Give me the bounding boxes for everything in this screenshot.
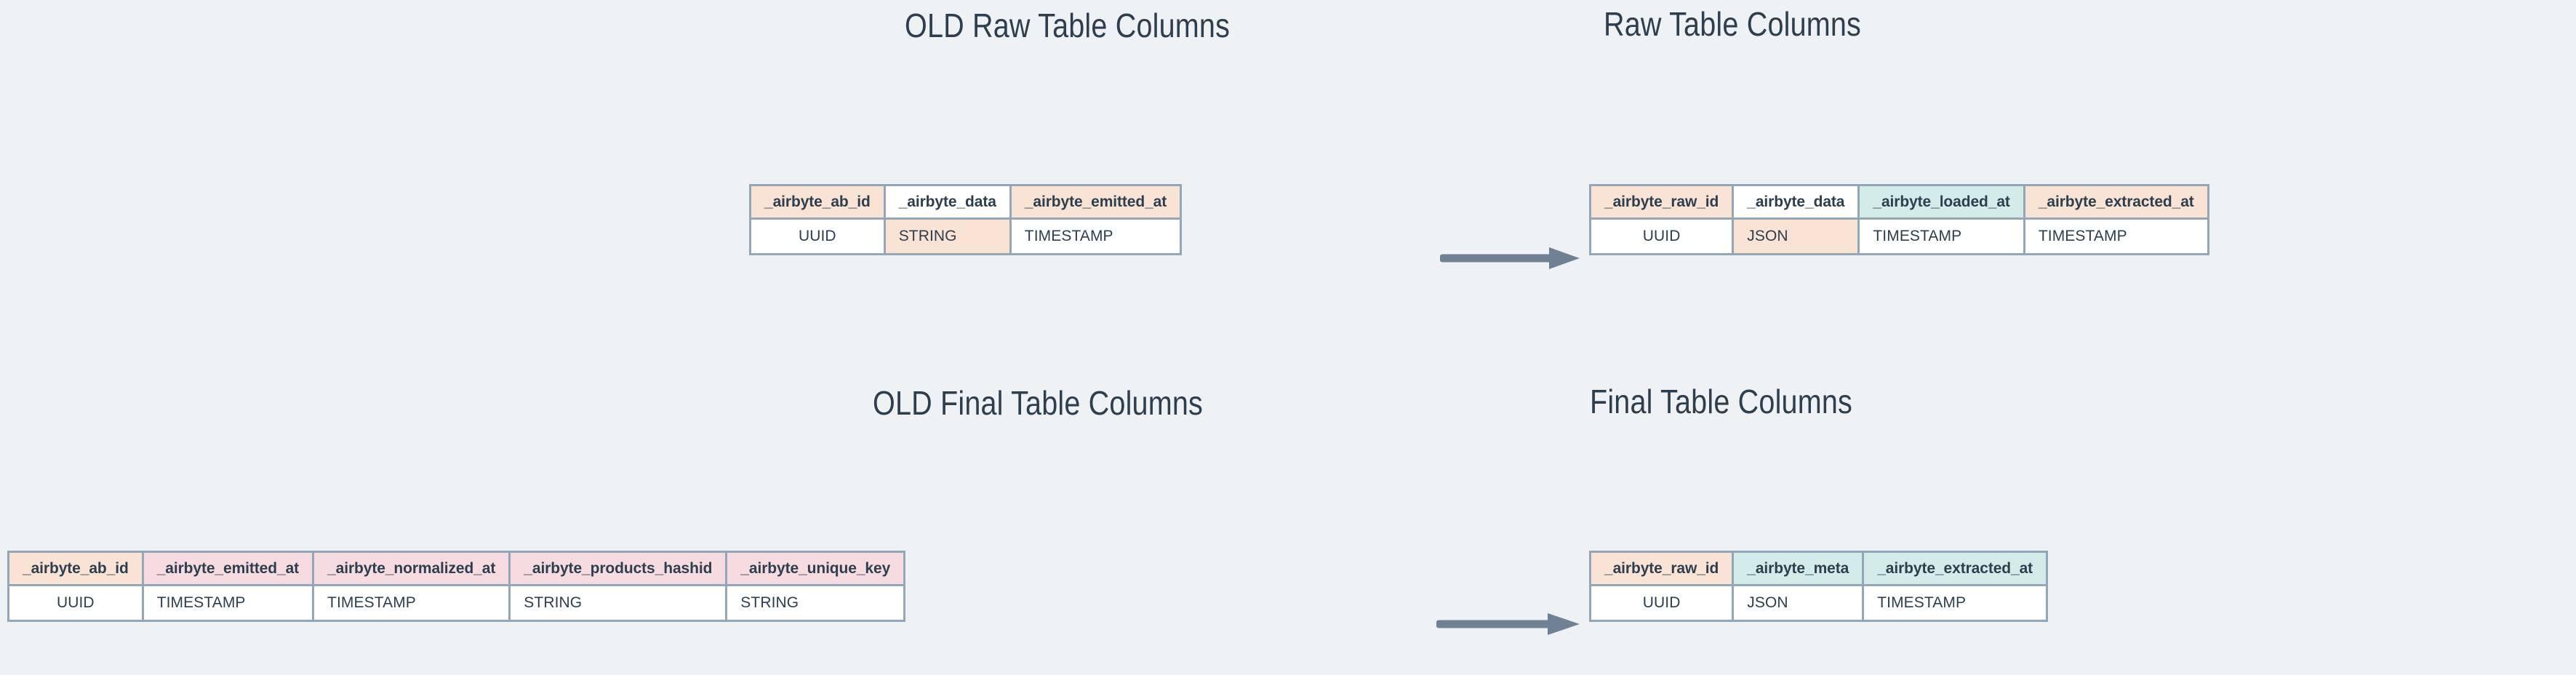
column-type-cell: UUID	[9, 586, 144, 620]
column-header-cell: _airbyte_raw_id	[1591, 553, 1735, 586]
column-header-cell: _airbyte_unique_key	[727, 553, 904, 586]
table-header-row: _airbyte_ab_id_airbyte_data_airbyte_emit…	[751, 186, 1180, 220]
table-header-row: _airbyte_raw_id_airbyte_meta_airbyte_ext…	[1591, 553, 2047, 586]
column-type-cell: STRING	[727, 586, 904, 620]
column-type-cell: UUID	[751, 220, 886, 253]
column-type-cell: TIMESTAMP	[143, 586, 315, 620]
title-final-table-columns: Final Table Columns	[1590, 383, 1852, 420]
column-header-cell: _airbyte_raw_id	[1591, 186, 1735, 220]
column-type-cell: UUID	[1591, 220, 1735, 253]
column-header-cell: _airbyte_meta	[1734, 553, 1865, 586]
title-old-raw-table-columns: OLD Raw Table Columns	[905, 7, 1231, 44]
column-header-cell: _airbyte_products_hashid	[511, 553, 728, 586]
column-type-cell: STRING	[885, 220, 1012, 253]
column-header-cell: _airbyte_ab_id	[9, 553, 144, 586]
column-type-cell: JSON	[1734, 220, 1860, 253]
table-header-row: _airbyte_raw_id_airbyte_data_airbyte_loa…	[1591, 186, 2207, 220]
column-header-cell: _airbyte_extracted_at	[1864, 553, 2047, 586]
column-type-cell: TIMESTAMP	[1011, 220, 1180, 253]
table-raw-table-columns: _airbyte_raw_id_airbyte_data_airbyte_loa…	[1589, 184, 2209, 255]
column-type-cell: TIMESTAMP	[1864, 586, 2047, 620]
column-header-cell: _airbyte_ab_id	[751, 186, 886, 220]
title-raw-table-columns: Raw Table Columns	[1604, 5, 1862, 43]
column-type-cell: TIMESTAMP	[1860, 220, 2025, 253]
column-header-cell: _airbyte_data	[885, 186, 1012, 220]
column-type-cell: STRING	[511, 586, 728, 620]
column-type-cell: UUID	[1591, 586, 1735, 620]
column-type-cell: TIMESTAMP	[2025, 220, 2207, 253]
column-header-cell: _airbyte_extracted_at	[2025, 186, 2207, 220]
table-header-row: _airbyte_ab_id_airbyte_emitted_at_airbyt…	[9, 553, 904, 586]
column-header-cell: _airbyte_normalized_at	[314, 553, 511, 586]
table-final-table-columns: _airbyte_raw_id_airbyte_meta_airbyte_ext…	[1589, 551, 2049, 622]
column-type-cell: JSON	[1734, 586, 1865, 620]
column-header-cell: _airbyte_emitted_at	[1011, 186, 1180, 220]
arrow-right-icon-raw	[1440, 247, 1580, 269]
table-old-final-table-columns: _airbyte_ab_id_airbyte_emitted_at_airbyt…	[7, 551, 906, 622]
column-header-cell: _airbyte_emitted_at	[143, 553, 315, 586]
arrow-right-icon-final	[1436, 613, 1580, 635]
column-header-cell: _airbyte_data	[1734, 186, 1860, 220]
column-header-cell: _airbyte_loaded_at	[1860, 186, 2025, 220]
column-type-cell: TIMESTAMP	[314, 586, 511, 620]
title-old-final-table-columns: OLD Final Table Columns	[873, 384, 1203, 422]
table-old-raw-table-columns: _airbyte_ab_id_airbyte_data_airbyte_emit…	[749, 184, 1183, 255]
